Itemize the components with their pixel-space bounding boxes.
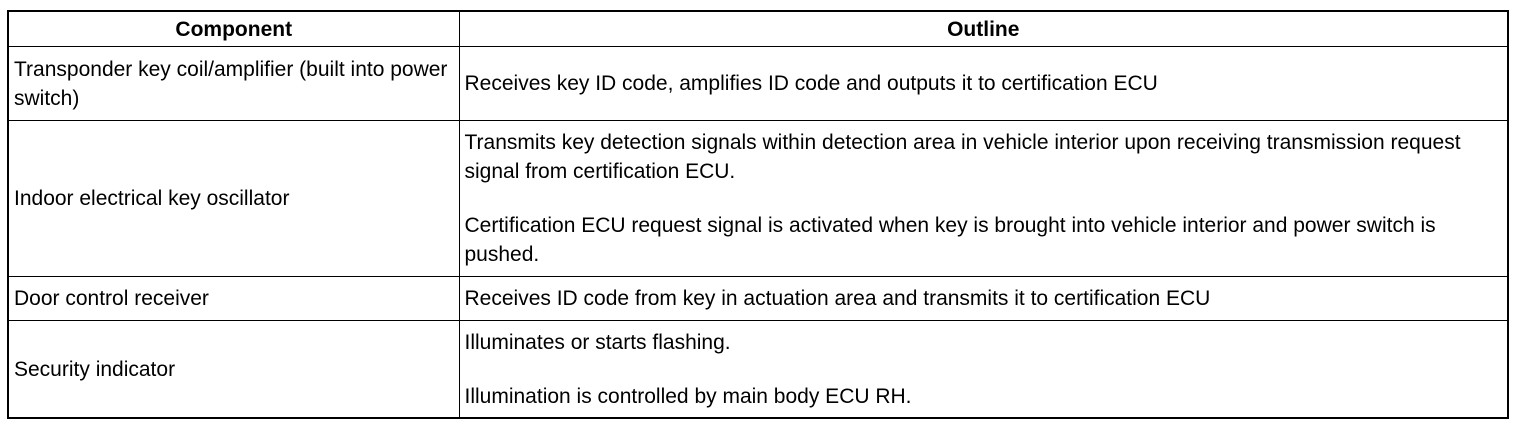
outline-text: Transmits key detection signals within d… <box>464 131 1461 183</box>
outline-cell: Receives ID code from key in actuation a… <box>458 276 1509 321</box>
header-outline: Outline <box>458 10 1509 47</box>
component-cell: Indoor electrical key oscillator <box>7 120 460 277</box>
component-outline-table: Component Outline Transponder key coil/a… <box>7 10 1509 419</box>
header-component: Component <box>7 10 460 47</box>
table-row: Transponder key coil/amplifier (built in… <box>7 46 1509 121</box>
outline-cell: Transmits key detection signals within d… <box>458 120 1509 277</box>
table-row: Indoor electrical key oscillator Transmi… <box>7 120 1509 277</box>
outline-text: Certification ECU request signal is acti… <box>464 214 1436 266</box>
table-row: Security indicator Illuminates or starts… <box>7 320 1509 419</box>
component-cell: Transponder key coil/amplifier (built in… <box>7 46 460 121</box>
table-row: Door control receiver Receives ID code f… <box>7 276 1509 321</box>
header-row: Component Outline <box>7 10 1509 47</box>
outline-text: Receives ID code from key in actuation a… <box>464 287 1211 310</box>
outline-text: Illumination is controlled by main body … <box>464 384 912 408</box>
outline-text: Illuminates or starts flashing. <box>464 330 731 354</box>
component-cell: Security indicator <box>7 320 460 419</box>
outline-cell: Illuminates or starts flashing. Illumina… <box>458 320 1509 419</box>
component-cell: Door control receiver <box>7 276 460 321</box>
outline-text: Receives key ID code, amplifies ID code … <box>464 72 1158 95</box>
outline-cell: Receives key ID code, amplifies ID code … <box>458 46 1509 121</box>
